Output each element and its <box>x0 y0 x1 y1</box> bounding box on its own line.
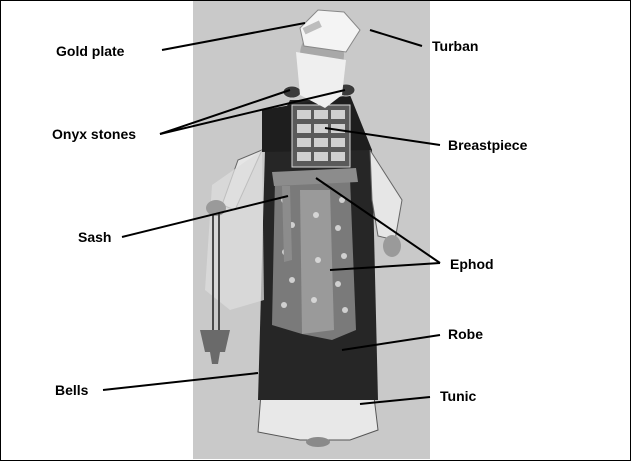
label-robe: Robe <box>448 326 483 342</box>
label-tunic: Tunic <box>440 388 477 404</box>
label-bells: Bells <box>55 382 89 398</box>
label-breastpiece: Breastpiece <box>448 137 528 153</box>
label-gold-plate: Gold plate <box>56 43 125 59</box>
label-sash: Sash <box>78 229 111 245</box>
label-onyx-stones: Onyx stones <box>52 126 136 142</box>
label-turban: Turban <box>432 38 478 54</box>
label-ephod: Ephod <box>450 256 494 272</box>
